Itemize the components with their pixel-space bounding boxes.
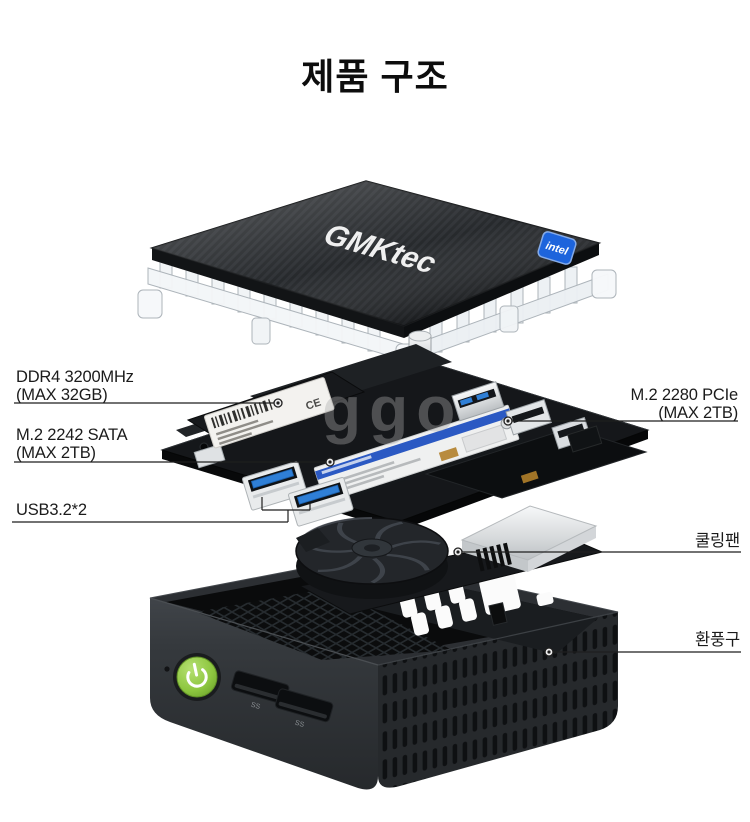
callout-label-usb-line1: USB3.2*2	[16, 501, 87, 519]
lid-edge-right	[404, 243, 599, 338]
usb3-ports	[241, 461, 354, 527]
callout-label-cooling-fan: 쿨링팬	[695, 532, 740, 550]
motherboard: CE	[160, 330, 650, 531]
callout-dot-m2-sata	[325, 457, 335, 467]
intel-badge: intel	[537, 231, 577, 265]
callout-label-ddr4-line2: (MAX 32GB)	[16, 386, 108, 404]
callout-label-m2-sata-line2: (MAX 2TB)	[16, 444, 96, 462]
ram-label: CE	[204, 377, 335, 449]
callout-dot-cooling-fan	[453, 547, 463, 557]
ssd-module	[305, 402, 524, 507]
callout-label-vent-line1: 환풍구	[695, 631, 740, 649]
callout-label-m2-sata: M.2 2242 SATA (MAX 2TB)	[16, 426, 128, 462]
lid-sheen	[152, 181, 599, 326]
callout-dot-vent	[544, 647, 554, 657]
lid-edge-left	[152, 248, 404, 338]
power-icon	[186, 662, 208, 688]
ram-module: CE	[176, 371, 366, 449]
callout-label-m2-sata-line1: M.2 2242 SATA	[16, 426, 128, 444]
top-cover: GMKtec intel	[149, 180, 602, 338]
usb-marking: SS	[294, 720, 305, 729]
callout-dot-m2-pcie	[503, 416, 513, 426]
front-usb-port-2: SS	[274, 688, 334, 729]
callout-label-usb: USB3.2*2	[16, 501, 87, 519]
ssd-blue-stripe	[315, 408, 512, 480]
side-vents	[378, 612, 618, 788]
callout-dot-ddr4	[273, 398, 283, 408]
callout-label-ddr4-line1: DDR4 3200MHz	[16, 368, 134, 386]
callout-label-vent: 환풍구	[695, 631, 740, 649]
page-title: 제품 구조	[301, 56, 449, 97]
io-ports	[451, 381, 603, 453]
power-button	[173, 653, 221, 701]
usb-marking: SS	[250, 702, 261, 711]
callout-dots	[273, 398, 554, 657]
ram-ce-mark: CE	[304, 397, 322, 413]
interior-mesh	[196, 588, 452, 660]
pinhole	[164, 666, 170, 672]
callout-label-m2-pcie-line2: (MAX 2TB)	[658, 404, 738, 422]
fan-bracket-tab	[488, 602, 508, 626]
callout-label-ddr4: DDR4 3200MHz (MAX 32GB)	[16, 368, 134, 404]
callout-label-m2-pcie: M.2 2280 PCIe (MAX 2TB)	[630, 386, 739, 422]
fan-assembly	[295, 505, 604, 626]
callout-label-cooling-fan-line1: 쿨링팬	[695, 532, 740, 550]
callout-label-m2-pcie-line1: M.2 2280 PCIe	[630, 386, 739, 404]
callout-line-usb	[12, 497, 311, 523]
usb3-port-2	[287, 477, 354, 527]
heatsink	[460, 505, 598, 572]
callout-lines	[12, 402, 741, 653]
bottom-case: SS SS	[149, 555, 619, 790]
